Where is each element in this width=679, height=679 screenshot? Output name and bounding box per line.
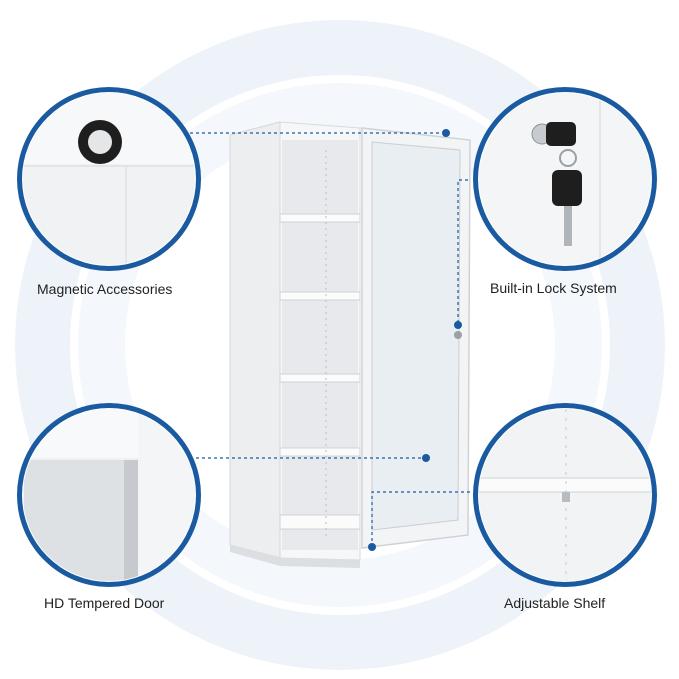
feature-label-shelf: Adjustable Shelf [504, 595, 606, 611]
callout-dot-magnetic [442, 129, 450, 137]
callout-line-shelf [371, 491, 470, 547]
callout-line-lock [457, 179, 470, 323]
glass-door-icon [23, 409, 195, 581]
magnetic-detail-circle [17, 87, 201, 271]
magnet-catch-icon [78, 120, 122, 164]
callout-dot-lock [454, 321, 462, 329]
feature-label-lock: Built-in Lock System [490, 280, 617, 296]
shelf-bracket-icon [479, 409, 651, 581]
feature-label-door: HD Tempered Door [44, 595, 165, 611]
shelf-group [279, 213, 361, 530]
lock-key-icon [531, 122, 582, 246]
callout-dot-shelf [368, 543, 376, 551]
shelf-detail-circle [473, 403, 657, 587]
lock-detail-circle [473, 87, 657, 271]
callout-dot-door [422, 454, 430, 462]
feature-label-magnetic: Magnetic Accessories [37, 281, 173, 297]
door-detail-circle [17, 403, 201, 587]
